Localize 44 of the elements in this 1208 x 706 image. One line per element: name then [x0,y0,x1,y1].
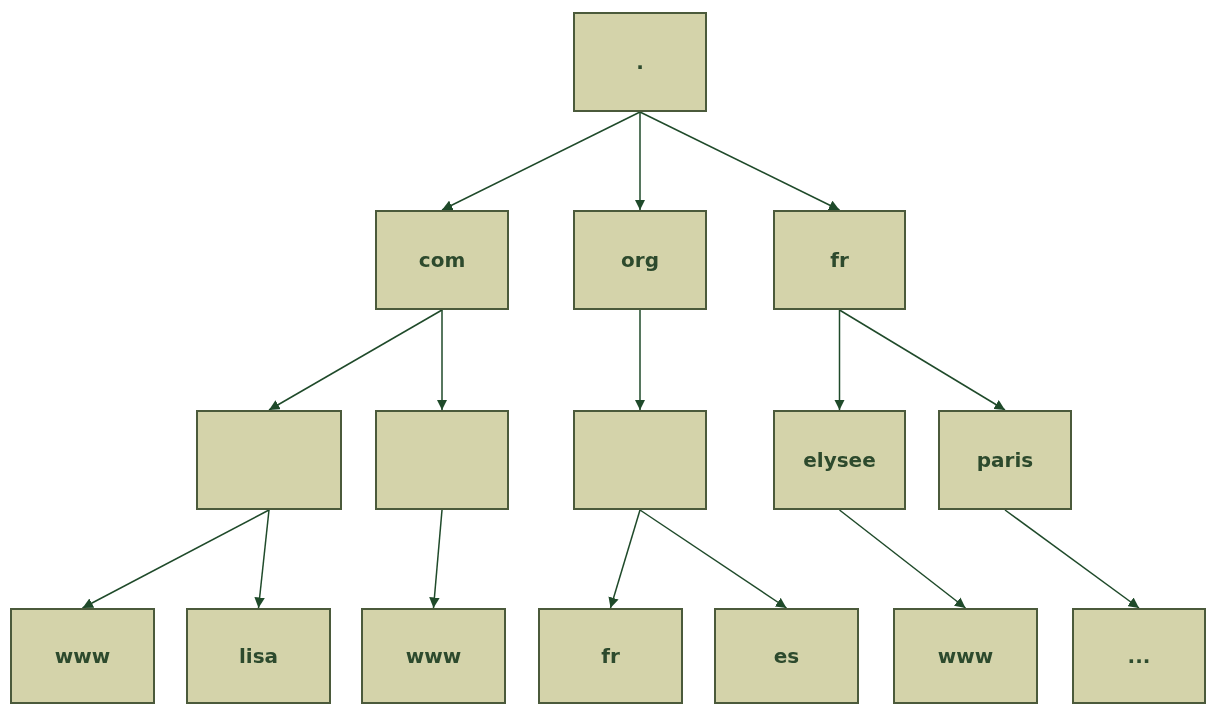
domain-box [938,410,1072,510]
domain-box [361,608,506,704]
domain-box [773,210,906,310]
domain-box [714,608,859,704]
domain-box [573,12,707,112]
arrow [838,309,1006,411]
domain-box [186,608,331,704]
arrow [834,309,845,411]
empty-box [573,410,707,510]
arrow [254,509,270,609]
arrow [268,309,443,411]
domain-label: elysee [803,448,876,472]
domain-label: com [418,248,466,272]
arrow [639,111,841,211]
domain-label: ... [1127,644,1151,668]
empty-box [196,410,342,510]
arrow [634,309,646,411]
arrow [436,309,448,411]
domain-label: www [405,644,462,668]
arrow [639,509,788,609]
arrow [429,509,443,609]
domain-box [573,210,707,310]
domain-label: paris [976,448,1034,472]
domain-label: fr [601,644,620,668]
empty-box [375,410,509,510]
domain-box [773,410,906,510]
arrow [838,509,967,609]
domain-label: es [773,644,800,668]
domain-label: fr [830,248,849,272]
arrow [634,111,646,211]
domain-box [1072,608,1206,704]
domain-box [10,608,155,704]
domain-box [375,210,509,310]
domain-label: . [636,50,644,74]
arrow [441,111,641,211]
arrow [81,509,270,609]
domain-label: org [621,248,659,272]
domain-label: www [937,644,994,668]
domain-box [893,608,1038,704]
arrow [608,509,641,609]
arrow [1004,509,1140,609]
domain-label: lisa [238,644,279,668]
domain-box [538,608,683,704]
domain-label: www [54,644,111,668]
